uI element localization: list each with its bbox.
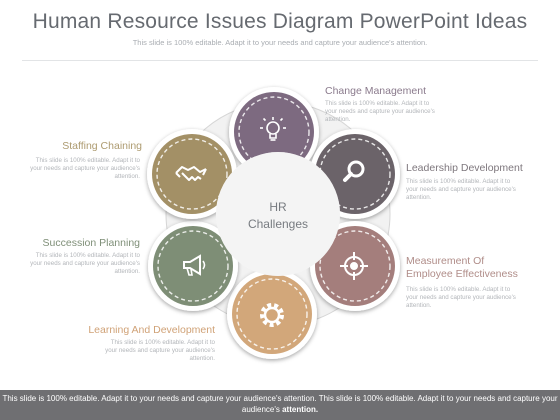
center-disc [216,152,340,276]
staffing-chaining-title: Staffing Chaining [62,140,142,152]
learning-development-desc: This slide is 100% editable. Adapt it to… [105,339,215,362]
lightbulb-icon [260,117,286,141]
title-divider [22,60,538,61]
gear-icon [260,303,284,327]
footer-text: This slide is 100% editable. Adapt it to… [2,394,558,414]
leadership-development-title: Leadership Development [406,162,523,174]
node-staffing [147,129,237,219]
change-management-title: Change Management [325,85,426,97]
succession-planning-desc: This slide is 100% editable. Adapt it to… [30,252,140,275]
megaphone-icon [183,254,206,276]
center-text-line1: HR [269,200,287,214]
handshake-icon [175,166,207,181]
slide-subtitle: This slide is 100% editable. Adapt it to… [132,38,428,47]
change-management-desc: This slide is 100% editable. Adapt it to… [325,100,435,123]
succession-planning-title: Succession Planning [42,237,140,249]
staffing-chaining-desc: This slide is 100% editable. Adapt it to… [30,157,140,180]
footer-bold: attention. [282,405,319,414]
leadership-development-desc: This slide is 100% editable. Adapt it to… [406,178,516,201]
hr-challenges-diagram: HR Challenges [147,87,400,359]
center-text-line2: Challenges [248,217,308,231]
footer-bar: This slide is 100% editable. Adapt it to… [0,390,560,420]
node-learning [227,269,317,359]
magnifier-icon [343,160,365,182]
measurement-desc: This slide is 100% editable. Adapt it to… [406,286,516,309]
learning-development-title: Learning And Development [88,324,215,336]
node-change [229,87,319,177]
node-succession [148,221,238,311]
target-icon [340,252,368,280]
slide-title: Human Resource Issues Diagram PowerPoint… [32,10,528,33]
